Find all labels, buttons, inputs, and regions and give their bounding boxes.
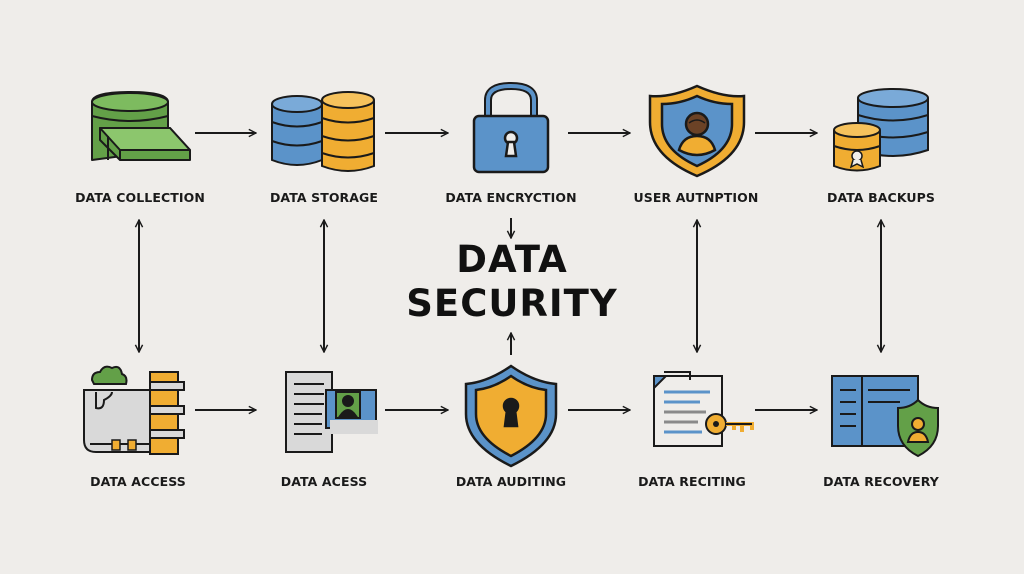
node-label-data-backups: DATA BACKUPS [826, 190, 936, 205]
title-line-1: DATA [456, 238, 568, 281]
document-user-icon [285, 371, 378, 453]
node-label-data-auditing: DATA AUDITING [455, 474, 567, 489]
node-label-data-reciting: DATA RECITING [638, 474, 746, 489]
node-label-data-collection: DATA COLLECTION [75, 190, 205, 205]
node-label-data-recovery: DATA RECOVERY [823, 474, 939, 489]
padlock-icon [472, 81, 550, 174]
database-stack-icon [91, 91, 191, 161]
backup-database-icon [833, 88, 929, 172]
node-label-data-storage: DATA STORAGE [269, 190, 379, 205]
server-shield-icon [831, 375, 939, 458]
user-shield-icon [648, 84, 746, 178]
report-key-icon [653, 371, 754, 447]
shield-keyhole-icon [464, 364, 558, 468]
diagram-title: DATA SECURITY [362, 238, 662, 326]
node-label-data-access: DATA ACCESS [90, 474, 186, 489]
node-label-user-authentication: USER AUTNPTION [633, 190, 759, 205]
title-line-2: SECURITY [406, 282, 618, 325]
node-label-data-acess: DATA ACESS [280, 474, 368, 489]
node-label-data-encryption: DATA ENCRYCTION [445, 190, 577, 205]
storage-cylinders-icon [271, 91, 375, 172]
access-folder-icon [83, 365, 185, 455]
